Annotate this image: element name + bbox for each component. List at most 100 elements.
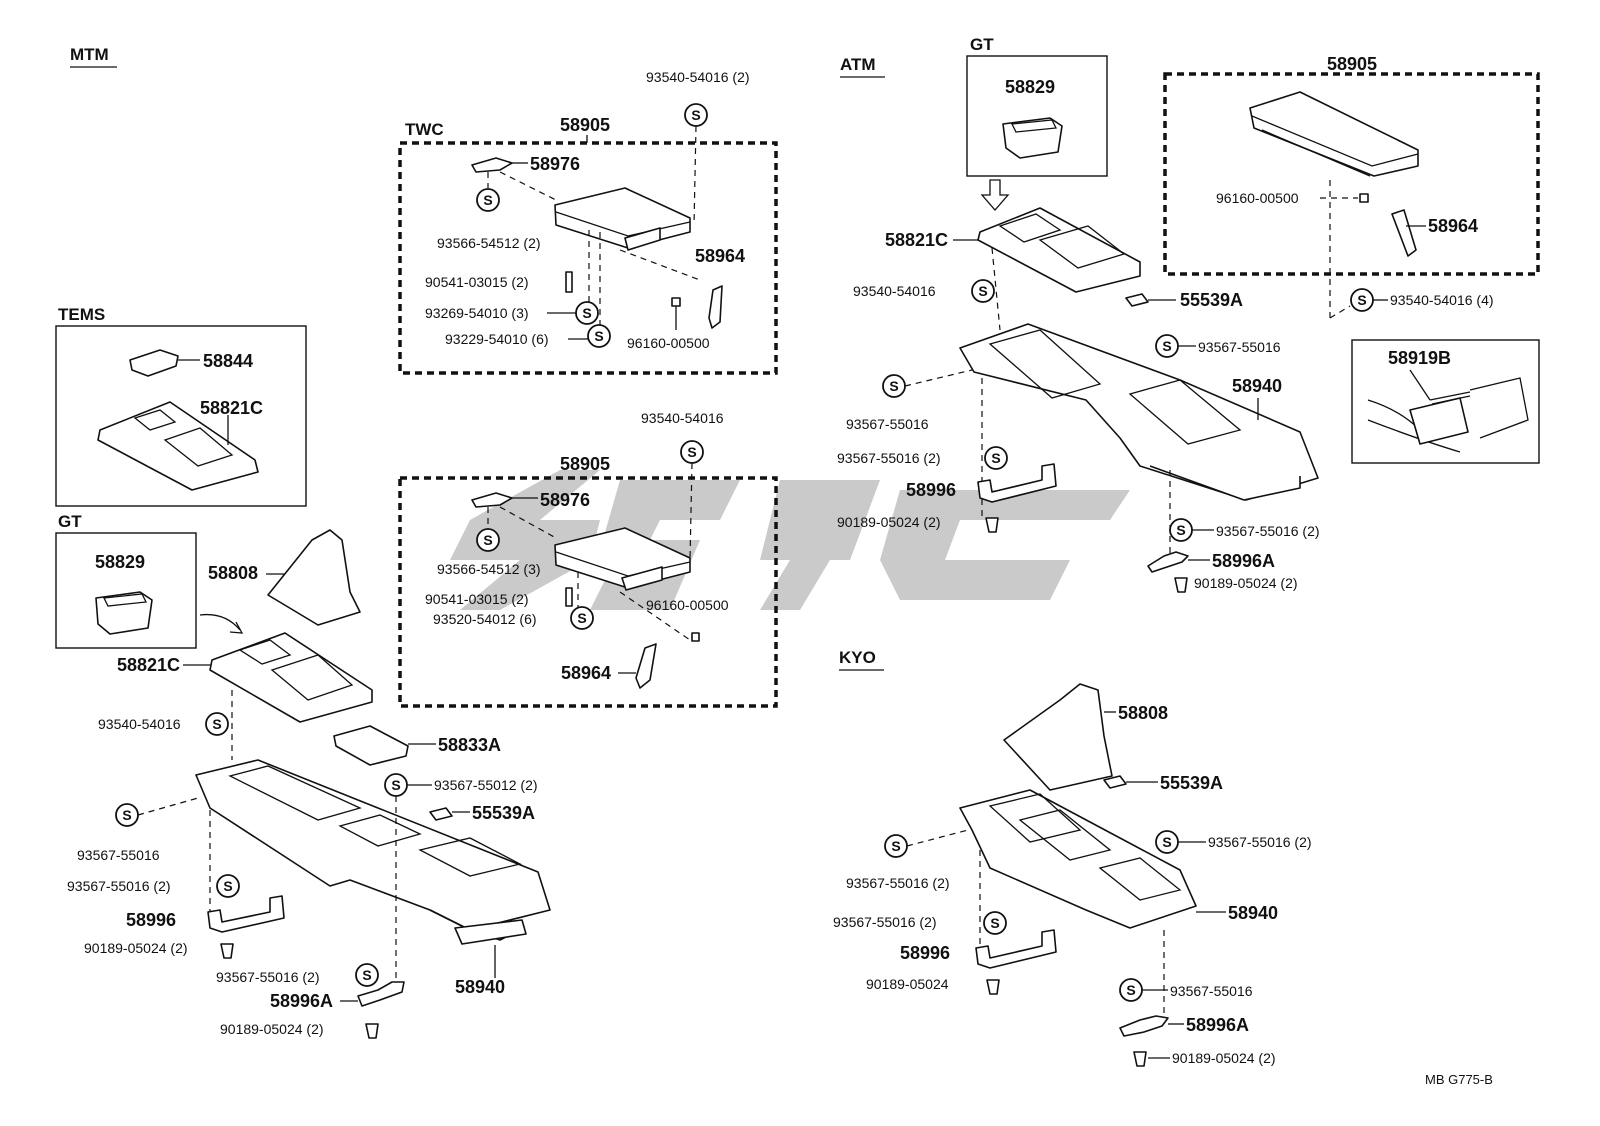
svg-text:S: S bbox=[1162, 834, 1171, 850]
svg-text:S: S bbox=[1162, 338, 1171, 354]
part-58821c-tems: 58821C bbox=[200, 398, 263, 418]
leader-58919b bbox=[1409, 369, 1431, 401]
part-90189-05024-b-atm: 90189-05024 (2) bbox=[1194, 575, 1298, 591]
part-93540-54016-c: 93540-54016 bbox=[98, 716, 181, 732]
part-58829-atm: 58829 bbox=[1005, 77, 1055, 97]
bracket-58996a-atm bbox=[1147, 551, 1189, 573]
dash-k bbox=[904, 369, 973, 387]
part-93567-55016-a-mtm: 93567-55016 bbox=[77, 847, 160, 863]
clip-58976-lower bbox=[471, 492, 513, 508]
console-panel-58821c-atm bbox=[977, 207, 1141, 293]
part-93567-55016-b-mtm: 93567-55016 (2) bbox=[67, 878, 171, 894]
svg-text:S: S bbox=[122, 807, 131, 823]
console-base-atm bbox=[1149, 465, 1301, 501]
screw-icon bbox=[565, 271, 573, 293]
part-58964-upper: 58964 bbox=[695, 246, 745, 266]
stamp-icon: S bbox=[476, 528, 500, 552]
part-90541-03015-a: 90541-03015 (2) bbox=[425, 274, 529, 290]
part-90189-05024-a-atm: 90189-05024 (2) bbox=[837, 514, 941, 530]
panel-openings-atm bbox=[998, 213, 1126, 269]
svg-text:S: S bbox=[362, 967, 371, 983]
part-55539a-mtm: 55539A bbox=[472, 803, 535, 823]
stamp-icon: S bbox=[587, 324, 611, 348]
stamp-icon: S bbox=[115, 803, 139, 827]
diagram-code: MB G775-B bbox=[1425, 1072, 1493, 1087]
switch-cover-58844 bbox=[129, 349, 179, 377]
console-panel-58821c-tems bbox=[97, 401, 259, 491]
stamp-icon: S bbox=[1350, 288, 1374, 312]
lid-hinge-upper bbox=[624, 227, 661, 251]
bracket-58996-mtm bbox=[207, 895, 285, 933]
svg-text:S: S bbox=[1357, 292, 1366, 308]
part-58833a: 58833A bbox=[438, 735, 501, 755]
part-58996-kyo: 58996 bbox=[900, 943, 950, 963]
hinge-arm-58964-atm bbox=[1391, 209, 1417, 257]
console-body-58940-kyo bbox=[959, 789, 1197, 929]
trim-line-c bbox=[1469, 377, 1529, 439]
part-93567-55016-b-atm: 93567-55016 bbox=[846, 416, 929, 432]
lid-hinge-atm bbox=[1261, 129, 1371, 177]
part-58940-kyo: 58940 bbox=[1228, 903, 1278, 923]
part-90189-05024-b-kyo: 90189-05024 (2) bbox=[1172, 1050, 1276, 1066]
label-twc: TWC bbox=[405, 120, 444, 139]
part-58821c-mtm: 58821C bbox=[117, 655, 180, 675]
stamp-icon: S bbox=[1155, 830, 1179, 854]
stamp-icon: S bbox=[1155, 334, 1179, 358]
part-58829-mtm: 58829 bbox=[95, 552, 145, 572]
part-90541-03015-b: 90541-03015 (2) bbox=[425, 591, 529, 607]
lid-hinge-lower bbox=[621, 566, 663, 591]
bushing-icon bbox=[1359, 193, 1369, 203]
part-58976-upper: 58976 bbox=[530, 154, 580, 174]
stamp-icon: S bbox=[882, 374, 906, 398]
part-93540-54016-b: 93540-54016 bbox=[641, 410, 724, 426]
part-55539a-kyo: 55539A bbox=[1160, 773, 1223, 793]
watermark-logo bbox=[450, 470, 1130, 610]
part-58964-lower: 58964 bbox=[561, 663, 611, 683]
dash-p bbox=[906, 829, 969, 847]
gt-box-mtm bbox=[55, 532, 197, 649]
stamp-icon: S bbox=[1119, 978, 1143, 1002]
leader-93540-upper bbox=[693, 125, 697, 226]
tray-58833a bbox=[333, 725, 409, 766]
svg-text:S: S bbox=[483, 532, 492, 548]
stamp-icon: S bbox=[984, 446, 1008, 470]
cup-opening-atm bbox=[1010, 119, 1058, 133]
part-58940-atm: 58940 bbox=[1232, 376, 1282, 396]
grommet-icon bbox=[1174, 577, 1188, 593]
svg-text:S: S bbox=[891, 838, 900, 854]
svg-text:S: S bbox=[391, 777, 400, 793]
part-93567-55016-c-kyo: 93567-55016 (2) bbox=[833, 914, 937, 930]
svg-text:S: S bbox=[687, 444, 696, 460]
arrow-down-icon bbox=[980, 179, 1010, 211]
armrest-group-box-atm bbox=[1163, 72, 1540, 276]
hinge-arm-58964-lower bbox=[635, 643, 657, 689]
bracket-58996a-kyo bbox=[1119, 1015, 1169, 1037]
stamp-icon: S bbox=[476, 188, 500, 212]
svg-text:S: S bbox=[223, 878, 232, 894]
svg-text:S: S bbox=[991, 450, 1000, 466]
cup-holder-58829-atm bbox=[1002, 117, 1063, 159]
part-58940-mtm: 58940 bbox=[455, 977, 505, 997]
part-58996a-kyo: 58996A bbox=[1186, 1015, 1249, 1035]
box-58919b bbox=[1351, 339, 1540, 464]
svg-text:S: S bbox=[990, 915, 999, 931]
part-93540-54016-4-atm: 93540-54016 (4) bbox=[1390, 292, 1494, 308]
hinge-arm-58964-upper bbox=[708, 285, 723, 329]
twc-lower-group-box bbox=[398, 476, 778, 708]
section-mtm: MTM bbox=[70, 45, 109, 64]
arrow-gt-mtm bbox=[199, 613, 241, 631]
armrest-lid-atm bbox=[1249, 91, 1419, 177]
shift-boot-58808-kyo bbox=[1003, 683, 1113, 791]
stamp-icon: S bbox=[1169, 518, 1193, 542]
plate-58919b bbox=[1409, 397, 1469, 445]
stamp-icon: S bbox=[971, 279, 995, 303]
part-93540-54016-2: 93540-54016 (2) bbox=[646, 69, 750, 85]
part-93567-55016-d-kyo: 93567-55016 bbox=[1170, 983, 1253, 999]
part-93567-55016-c-mtm: 93567-55016 (2) bbox=[216, 969, 320, 985]
part-58919b: 58919B bbox=[1388, 348, 1451, 368]
console-openings-atm bbox=[988, 329, 1242, 445]
lid-edge-upper bbox=[555, 211, 691, 237]
svg-text:S: S bbox=[1126, 982, 1135, 998]
part-96160-00500-a: 96160-00500 bbox=[627, 335, 710, 351]
